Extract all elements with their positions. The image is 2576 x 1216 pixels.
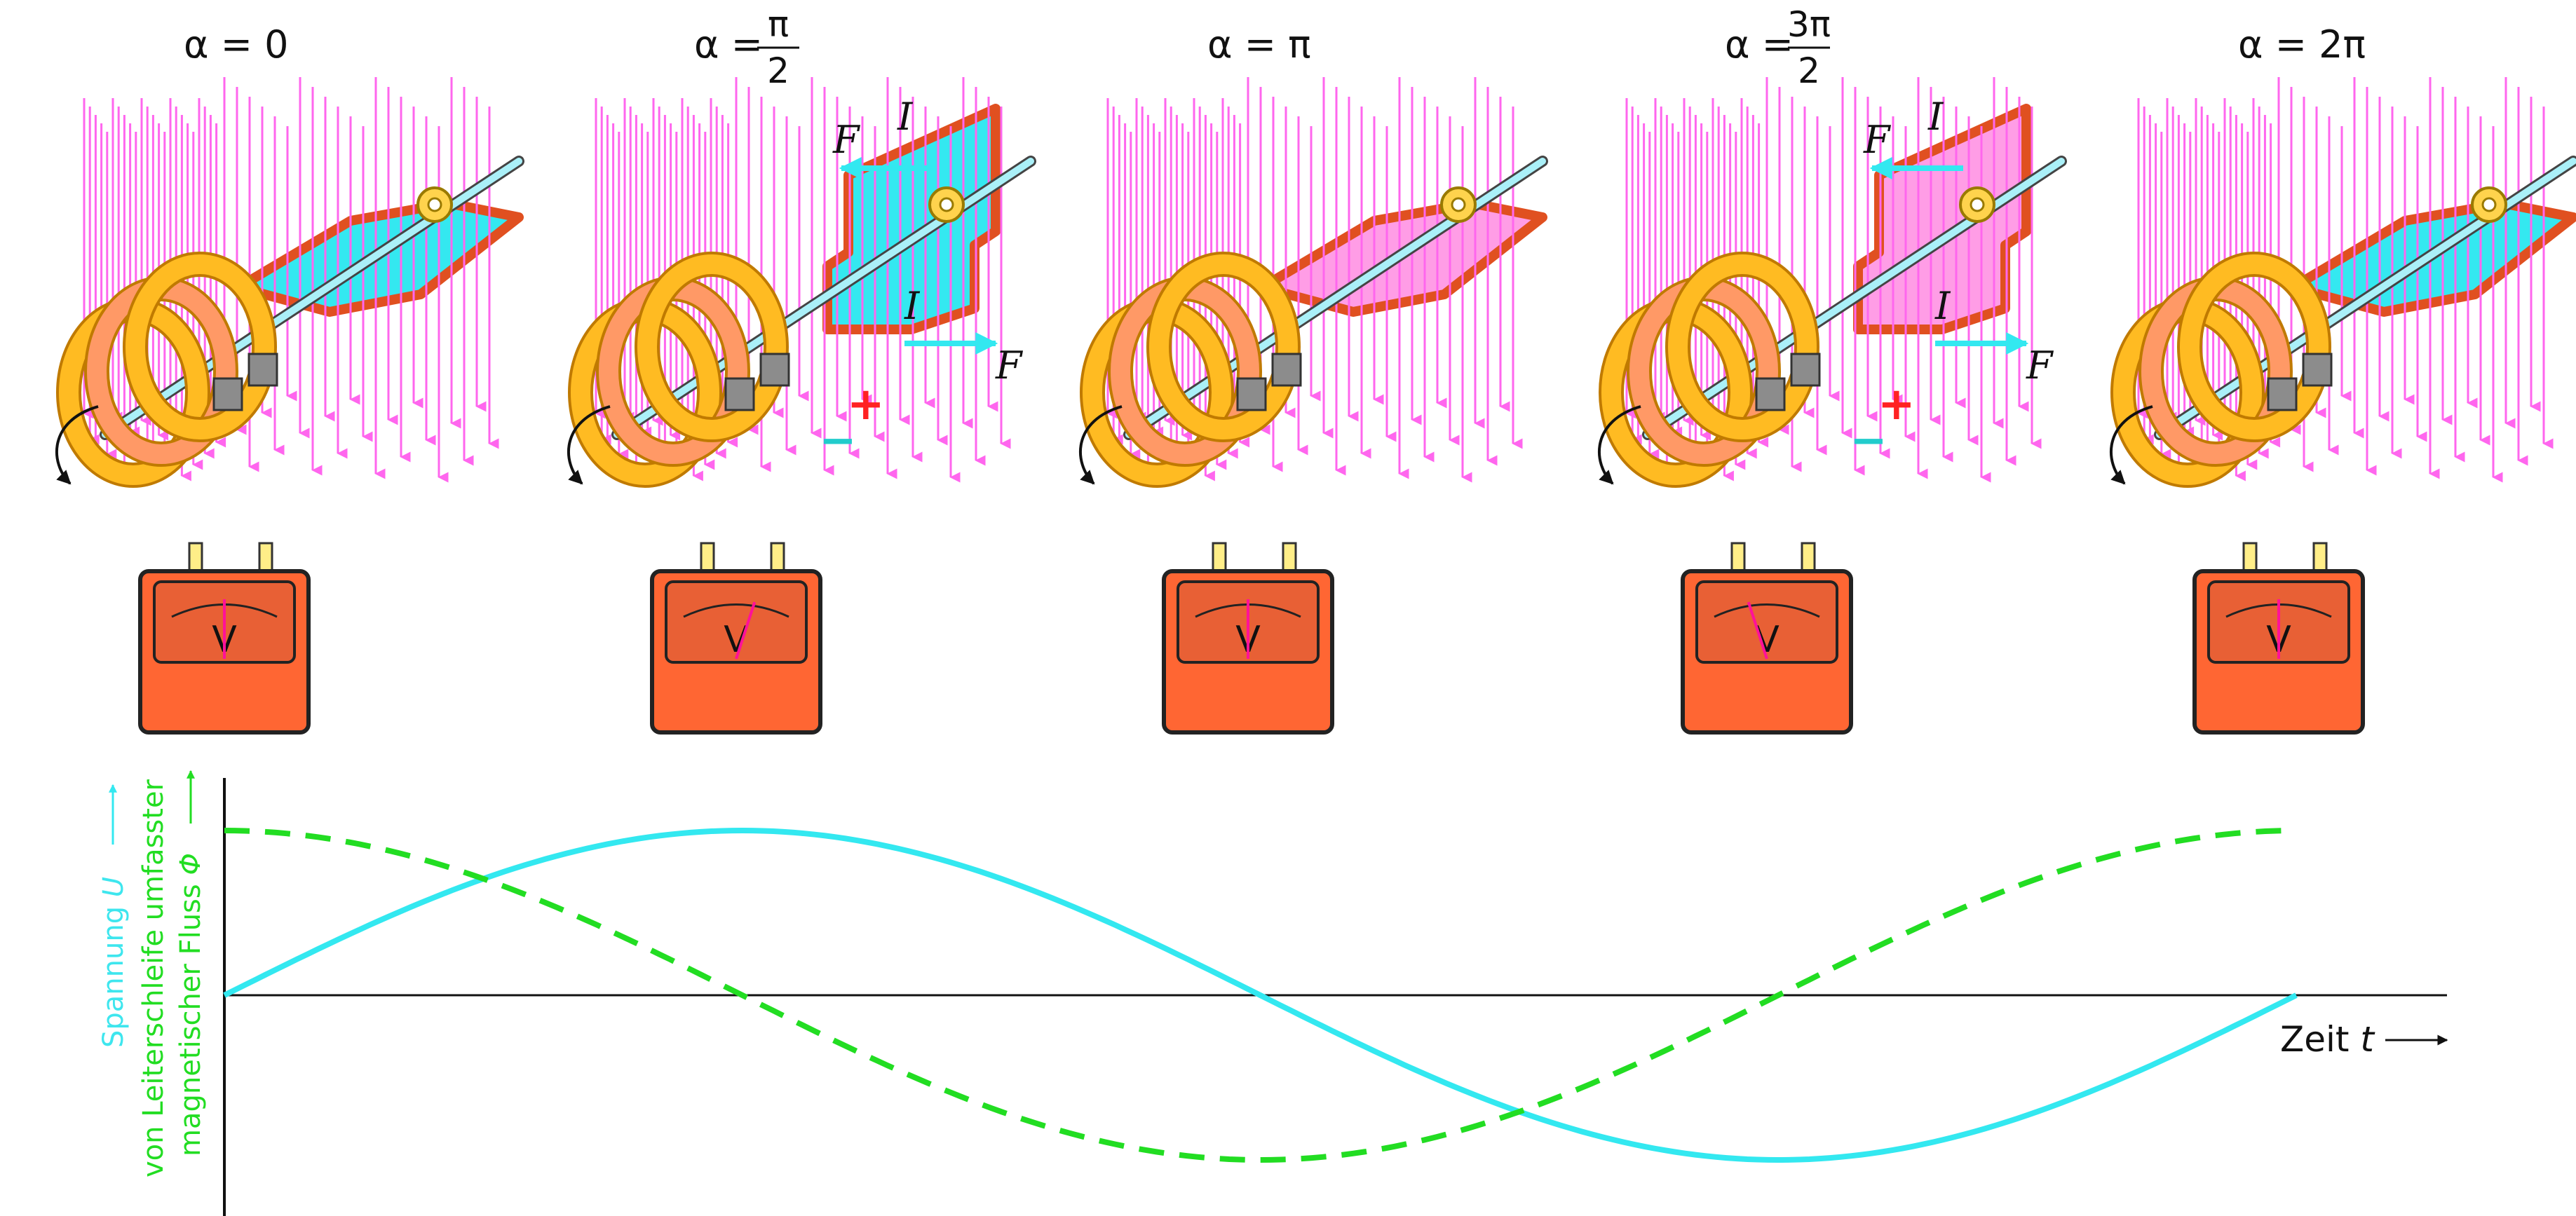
minus-sign: − bbox=[819, 415, 857, 467]
meter-scale bbox=[1714, 603, 1820, 618]
rotation-arrow bbox=[567, 405, 611, 485]
current-label-top: I bbox=[897, 95, 914, 139]
minus-sign: − bbox=[1850, 415, 1887, 467]
brush bbox=[1755, 377, 1786, 411]
voltmeter-4: V bbox=[1681, 542, 1853, 735]
magnetic-field-lines-front bbox=[2277, 77, 2554, 483]
slip-rings bbox=[1080, 252, 1301, 488]
alpha-fraction-denominator: 2 bbox=[1798, 50, 1820, 91]
brush bbox=[1790, 353, 1821, 387]
meter-terminal bbox=[2312, 542, 2328, 573]
voltmeter-5: V bbox=[2192, 542, 2365, 735]
bearing-hole bbox=[1451, 197, 1466, 212]
flux-axis-label-line1: von Leiterschleife umfasster bbox=[137, 779, 170, 1177]
slip-ring bbox=[1149, 254, 1298, 439]
meter-terminal bbox=[770, 542, 785, 573]
panel-5: α = 2π bbox=[2110, 22, 2576, 488]
alpha-fraction-numerator: π bbox=[768, 4, 789, 45]
slip-ring bbox=[126, 254, 274, 439]
meter-terminal bbox=[258, 542, 273, 573]
rotation-arrow bbox=[1598, 405, 1641, 485]
bearing-hole bbox=[1970, 197, 1985, 212]
alpha-label: α = 0 bbox=[184, 22, 289, 67]
bearing-hole bbox=[427, 197, 442, 212]
brush bbox=[1236, 377, 1267, 411]
panel-title: α =3π 2 bbox=[1725, 4, 1831, 91]
voltage-axis-label: Spannung U bbox=[97, 877, 130, 1048]
meter-dial bbox=[1695, 580, 1838, 664]
brush bbox=[2267, 377, 2298, 411]
bearing-hole bbox=[2481, 197, 2497, 212]
rotation-arrow bbox=[2110, 405, 2153, 485]
meter-terminal bbox=[1730, 542, 1746, 573]
slip-ring bbox=[637, 254, 786, 439]
alpha-label: α = 2π bbox=[2238, 22, 2366, 67]
panel-title: α = π bbox=[1207, 22, 1311, 67]
panel-title: α = 0 bbox=[184, 22, 289, 67]
voltmeter-3: V bbox=[1162, 542, 1334, 735]
plus-sign: + bbox=[847, 378, 885, 430]
plus-sign: + bbox=[1878, 378, 1916, 430]
meter-needle bbox=[1747, 601, 1768, 660]
meter-terminal bbox=[1212, 542, 1227, 573]
brush bbox=[724, 377, 755, 411]
brush bbox=[2302, 353, 2333, 387]
alpha-fraction-numerator: 3π bbox=[1787, 4, 1831, 45]
slip-ring bbox=[1668, 254, 1817, 439]
voltmeter-2: V bbox=[650, 542, 822, 735]
flux-curve bbox=[224, 828, 2297, 1163]
voltage-curve bbox=[223, 827, 2298, 1163]
time-axis-label: Zeit t bbox=[2280, 1019, 2375, 1060]
slip-rings bbox=[568, 252, 789, 488]
meter-terminal bbox=[2242, 542, 2258, 573]
magnetic-field-lines-front bbox=[1765, 77, 2042, 483]
alpha-label: α = bbox=[694, 22, 763, 67]
alpha-fraction-denominator: 2 bbox=[767, 50, 789, 91]
panel-title: α = 2π bbox=[2238, 22, 2366, 67]
flux-axis-label-line2: magnetischer Fluss Φ bbox=[175, 853, 207, 1156]
meter-terminal bbox=[1801, 542, 1816, 573]
bearing-hole bbox=[939, 197, 954, 212]
rotation-arrow bbox=[55, 405, 99, 485]
force-label-top: F bbox=[832, 118, 861, 162]
meter-terminal bbox=[1282, 542, 1297, 573]
force-label-bottom: F bbox=[995, 343, 1024, 388]
current-label-top: I bbox=[1927, 95, 1944, 139]
slip-rings bbox=[2110, 252, 2331, 488]
current-label-bottom: I bbox=[904, 284, 921, 328]
meter-dial bbox=[665, 580, 808, 664]
slip-ring bbox=[2180, 254, 2328, 439]
meter-unit-label: V bbox=[1754, 619, 1780, 661]
meter-terminal bbox=[188, 542, 203, 573]
meter-needle bbox=[735, 601, 757, 660]
brush bbox=[248, 353, 278, 387]
meter-scale bbox=[683, 603, 789, 618]
force-label-bottom: F bbox=[2026, 343, 2054, 388]
slip-rings bbox=[1599, 252, 1819, 488]
panel-1: α = 0 bbox=[55, 22, 524, 488]
panel-3: α = π bbox=[1079, 22, 1548, 488]
brush bbox=[1271, 353, 1302, 387]
rotation-arrow bbox=[1079, 405, 1123, 485]
brush bbox=[212, 377, 243, 411]
meter-terminal bbox=[700, 542, 715, 573]
current-label-bottom: I bbox=[1934, 284, 1951, 328]
alpha-label: α = bbox=[1725, 22, 1794, 67]
slip-rings bbox=[56, 252, 277, 488]
force-label-top: F bbox=[1863, 118, 1892, 162]
panel-title: α =π 2 bbox=[694, 4, 799, 91]
brush bbox=[759, 353, 790, 387]
voltmeter-1: V bbox=[138, 542, 311, 735]
alpha-label: α = π bbox=[1207, 22, 1311, 67]
